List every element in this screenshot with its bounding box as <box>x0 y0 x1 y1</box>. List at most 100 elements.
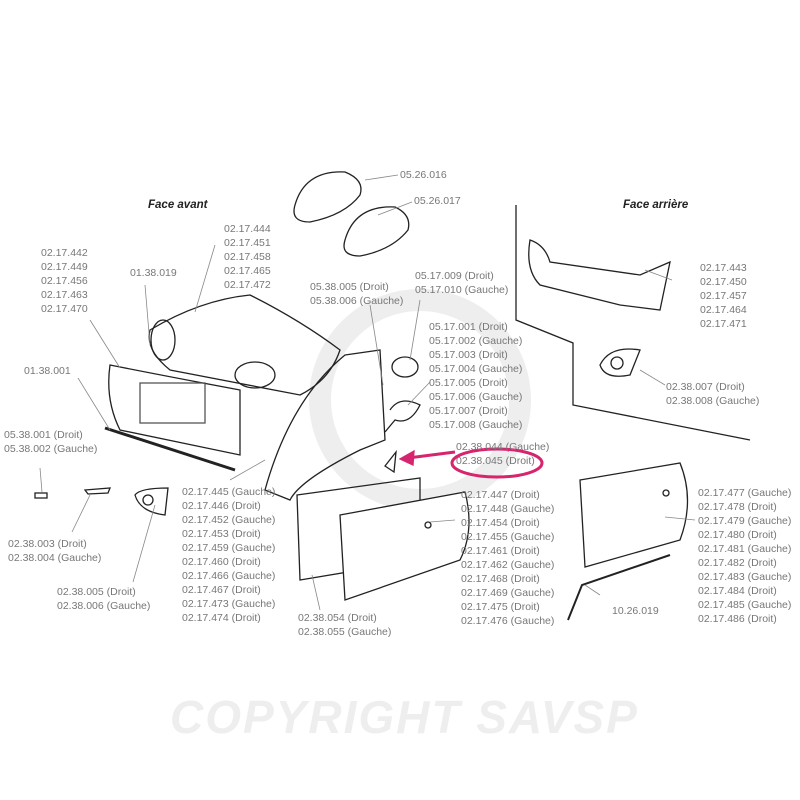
rear-bumper-icon <box>528 239 671 311</box>
door-seal-icon <box>567 554 671 621</box>
part-number: 02.17.463 <box>41 289 88 301</box>
part-number: 02.17.481 (Gauche) <box>698 543 792 555</box>
door-skin-part-numbers: 02.17.447 (Droit) 02.17.448 (Gauche) 02.17… <box>461 488 554 628</box>
part-number: 02.38.007 (Droit) <box>666 381 745 393</box>
rear-fog-lens <box>610 356 624 370</box>
front-trim-part-numbers: 02.38.003 (Droit) 02.38.004 (Gauche) <box>8 537 101 565</box>
part-number: 02.17.478 (Droit) <box>698 501 777 513</box>
front-trim-icon <box>83 487 111 495</box>
mirror-icon <box>384 400 421 433</box>
part-number: 02.17.460 (Droit) <box>182 556 261 568</box>
mirror-part-numbers: 05.17.001 (Droit) 05.17.002 (Gauche) 05.17… <box>429 320 522 432</box>
door-seal-part-number: 10.26.019 <box>612 604 659 618</box>
leader-lines <box>39 174 696 611</box>
part-number: 05.17.002 (Gauche) <box>429 335 523 347</box>
highlighted-part-number: 02.38.045 (Droit) <box>456 455 535 467</box>
part-number: 02.17.464 <box>700 304 747 316</box>
mirror-glass-part-numbers: 05.17.009 (Droit) 05.17.010 (Gauche) <box>415 269 508 297</box>
part-number: 02.17.467 (Droit) <box>182 584 261 596</box>
front-grille-icon <box>139 382 206 424</box>
part-number: 02.17.446 (Droit) <box>182 500 261 512</box>
part-number: 02.17.449 <box>41 261 88 273</box>
part-number: 02.17.451 <box>224 237 271 249</box>
part-number: 01.38.019 <box>130 267 177 279</box>
part-number: 05.17.004 (Gauche) <box>429 363 523 375</box>
front-lip-part-number: 01.38.001 <box>24 364 71 378</box>
front-fog-surround-part-numbers: 02.38.005 (Droit)02.38.006 (Gauche) <box>57 585 150 613</box>
headlight-left-part-number: 05.26.017 <box>414 194 461 208</box>
part-number: 05.38.005 (Droit) <box>310 281 389 293</box>
part-number: 02.17.466 (Gauche) <box>182 570 276 582</box>
part-number: 02.38.055 (Gauche) <box>298 626 392 638</box>
side-repeater-part-numbers: 05.38.005 (Droit) 05.38.006 (Gauche) <box>310 280 403 308</box>
part-number: 05.38.006 (Gauche) <box>310 295 404 307</box>
part-number: 05.17.009 (Droit) <box>415 270 494 282</box>
front-fog-lens <box>142 494 154 506</box>
part-number: 02.17.447 (Droit) <box>461 489 540 501</box>
part-number: 02.17.484 (Droit) <box>698 585 777 597</box>
part-number: 02.17.476 (Gauche) <box>461 615 555 627</box>
part-number: 05.17.001 (Droit) <box>429 321 508 333</box>
part-number: 02.17.474 (Droit) <box>182 612 261 624</box>
part-number: 02.17.482 (Droit) <box>698 557 777 569</box>
hood-headlight-right <box>234 361 276 389</box>
part-number: 02.17.472 <box>224 279 271 291</box>
part-number: 05.17.010 (Gauche) <box>415 284 509 296</box>
rear-section-title: Face arrière <box>623 199 689 211</box>
part-number: 05.17.008 (Gauche) <box>429 419 523 431</box>
headlight-right-icon <box>293 171 362 223</box>
front-indicator-part-numbers: 05.38.001 (Droit)05.38.002 (Gauche) <box>4 428 97 456</box>
part-number: 02.17.445 (Gauche) <box>182 486 276 498</box>
watermark: COPYRIGHT SAVSP <box>170 691 639 743</box>
part-number: 02.17.469 (Gauche) <box>461 587 555 599</box>
highlight-circle <box>450 447 544 479</box>
rear-fog-part-numbers: 02.38.007 (Droit)02.38.008 (Gauche) <box>666 380 759 408</box>
part-number: 02.38.003 (Droit) <box>8 538 87 550</box>
front-bumper-icon <box>108 364 241 456</box>
part-number: 02.17.462 (Gauche) <box>461 559 555 571</box>
part-number: 05.26.017 <box>414 195 461 207</box>
part-number: 02.17.485 (Gauche) <box>698 599 792 611</box>
door-skin-icon <box>339 491 470 601</box>
hood-part-numbers: 02.17.444 02.17.451 02.17.458 02.17.465 02.1… <box>224 222 271 292</box>
part-number: 02.17.452 (Gauche) <box>182 514 276 526</box>
rear-door-part-numbers: 02.17.477 (Gauche) 02.17.478 (Droit) 02.17… <box>698 486 791 626</box>
part-number: 02.38.054 (Droit) <box>298 612 377 624</box>
part-number: 02.38.044 (Gauche) <box>456 441 550 453</box>
part-number: 02.17.444 <box>224 223 271 235</box>
part-number: 05.17.003 (Droit) <box>429 349 508 361</box>
door-handle-hole <box>424 521 432 529</box>
part-number: 02.17.459 (Gauche) <box>182 542 276 554</box>
part-number: 02.17.475 (Droit) <box>461 601 540 613</box>
part-number: 02.17.465 <box>224 265 271 277</box>
part-number: 05.17.007 (Droit) <box>429 405 508 417</box>
part-number: 05.17.005 (Droit) <box>429 377 508 389</box>
part-number: 02.17.477 (Gauche) <box>698 487 792 499</box>
part-number: 02.17.448 (Gauche) <box>461 503 555 515</box>
part-number: 02.17.457 <box>700 290 747 302</box>
part-number: 02.17.479 (Gauche) <box>698 515 792 527</box>
part-number: 02.38.004 (Gauche) <box>8 552 102 564</box>
part-number: 02.17.456 <box>41 275 88 287</box>
part-number: 02.17.453 (Droit) <box>182 528 261 540</box>
part-number: 02.17.455 (Gauche) <box>461 531 555 543</box>
part-number: 02.17.443 <box>700 262 747 274</box>
hood-icon <box>148 294 341 396</box>
part-number: 10.26.019 <box>612 605 659 617</box>
mirror-glass-icon <box>391 356 419 378</box>
part-number: 02.17.442 <box>41 247 88 259</box>
part-number: 02.17.458 <box>224 251 271 263</box>
front-section-title: Face avant <box>148 199 208 211</box>
rear-door-icon <box>579 462 689 568</box>
part-number: 05.38.001 (Droit) <box>4 429 83 441</box>
door-triangle-icon <box>384 449 397 474</box>
part-number: 02.17.486 (Droit) <box>698 613 777 625</box>
part-number: 02.17.468 (Droit) <box>461 573 540 585</box>
front-wing-part-numbers: 02.17.445 (Gauche) 02.17.446 (Droit) 02.17… <box>182 485 275 625</box>
part-number: 02.17.461 (Droit) <box>461 545 540 557</box>
front-indicator-icon <box>34 492 48 499</box>
front-fog-surround-icon <box>134 487 169 516</box>
